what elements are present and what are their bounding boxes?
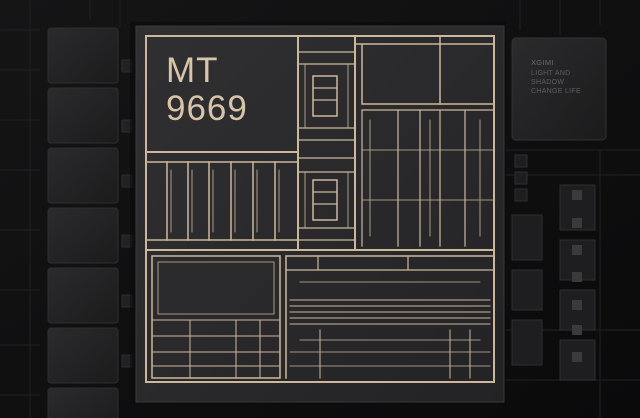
side-chip (47, 387, 119, 418)
chip-model-line1: MT (166, 51, 219, 90)
slogan-line-2: SHADOW (531, 79, 565, 86)
slogan-line-3: CHANGE LIFE (531, 88, 581, 95)
side-chip (47, 27, 119, 84)
right-pads (572, 190, 582, 362)
slogan-line-1: LIGHT AND (531, 70, 571, 77)
side-chip (47, 207, 119, 264)
left-chip-column (47, 27, 119, 418)
side-chip (47, 147, 119, 204)
side-chip (47, 267, 119, 324)
chip-model-name: MT 9669 (166, 52, 248, 128)
chip-model-line2: 9669 (166, 89, 248, 128)
die-circuit-traces (145, 35, 495, 383)
side-chip (47, 87, 119, 144)
xgimi-chip (511, 37, 607, 141)
xgimi-brand: XGIMI (531, 58, 554, 67)
side-chip (47, 327, 119, 384)
xgimi-chip-label: XGIMI LIGHT AND SHADOW CHANGE LIFE (531, 58, 581, 96)
